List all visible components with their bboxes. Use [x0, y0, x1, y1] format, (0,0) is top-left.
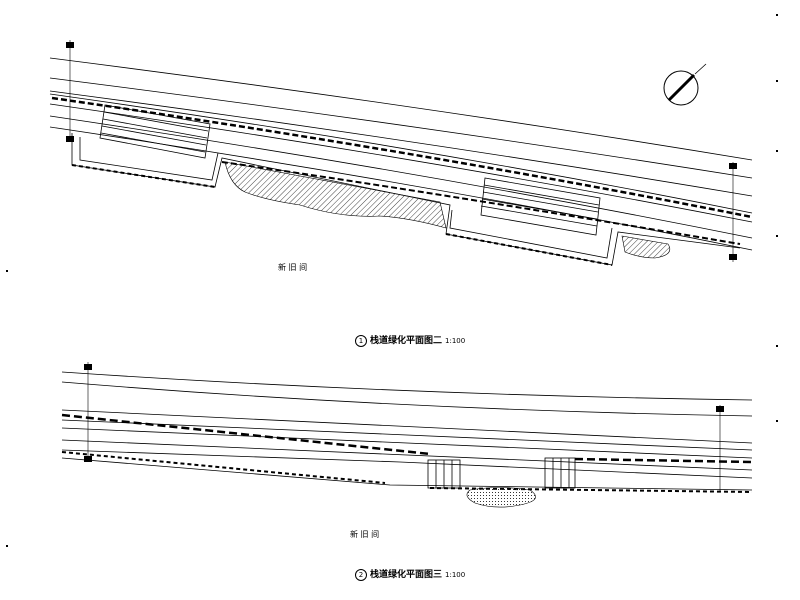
walkway-edge [61, 439, 753, 471]
walkway-edge [61, 427, 753, 459]
terrace-outline [71, 133, 741, 266]
plan-scale: 1:100 [445, 571, 466, 579]
planter-strip [61, 413, 431, 456]
terrace-outline [79, 137, 219, 181]
planter-strip [51, 96, 753, 219]
drawing-number: 1 [355, 335, 367, 347]
planter-strip [429, 487, 753, 493]
planting-bed [621, 235, 671, 259]
section-markers [84, 364, 724, 462]
road-line [61, 419, 753, 451]
area-note-top: 新 旧 间 [278, 263, 308, 272]
planting-bed [224, 161, 447, 229]
north-arrow-icon [663, 63, 707, 106]
plan-title-text: 栈道绿化平面图三 [370, 570, 443, 580]
section-markers [66, 42, 737, 260]
plan-scale: 1:100 [445, 337, 466, 345]
walkway-edge [49, 93, 753, 214]
road-line [61, 409, 753, 444]
steps-outline [480, 177, 601, 236]
terrace-outline-dashed [71, 164, 216, 188]
planting-bed [466, 487, 536, 508]
road-line [49, 57, 753, 161]
steps-outline [99, 104, 211, 159]
road-line [61, 371, 753, 401]
walkway-edge [49, 115, 753, 239]
area-note-bottom: 新 旧 间 [350, 530, 380, 539]
top-plan [49, 40, 753, 266]
walkway-edge [49, 103, 753, 223]
planter-strip [221, 161, 741, 245]
terrace-outline [449, 209, 613, 259]
road-line [61, 381, 753, 417]
plan-title-text: 栈道绿化平面图二 [370, 336, 443, 346]
drawing-number: 2 [355, 569, 367, 581]
walkway-edge [61, 457, 753, 491]
steps-block [544, 457, 576, 489]
road-line [49, 77, 753, 179]
walkway-edge [61, 449, 753, 479]
road-line [49, 90, 753, 197]
terrace-outline-dashed [445, 233, 613, 266]
planter-strip [574, 457, 753, 464]
bottom-plan [61, 362, 753, 493]
planter-strip [61, 451, 386, 484]
